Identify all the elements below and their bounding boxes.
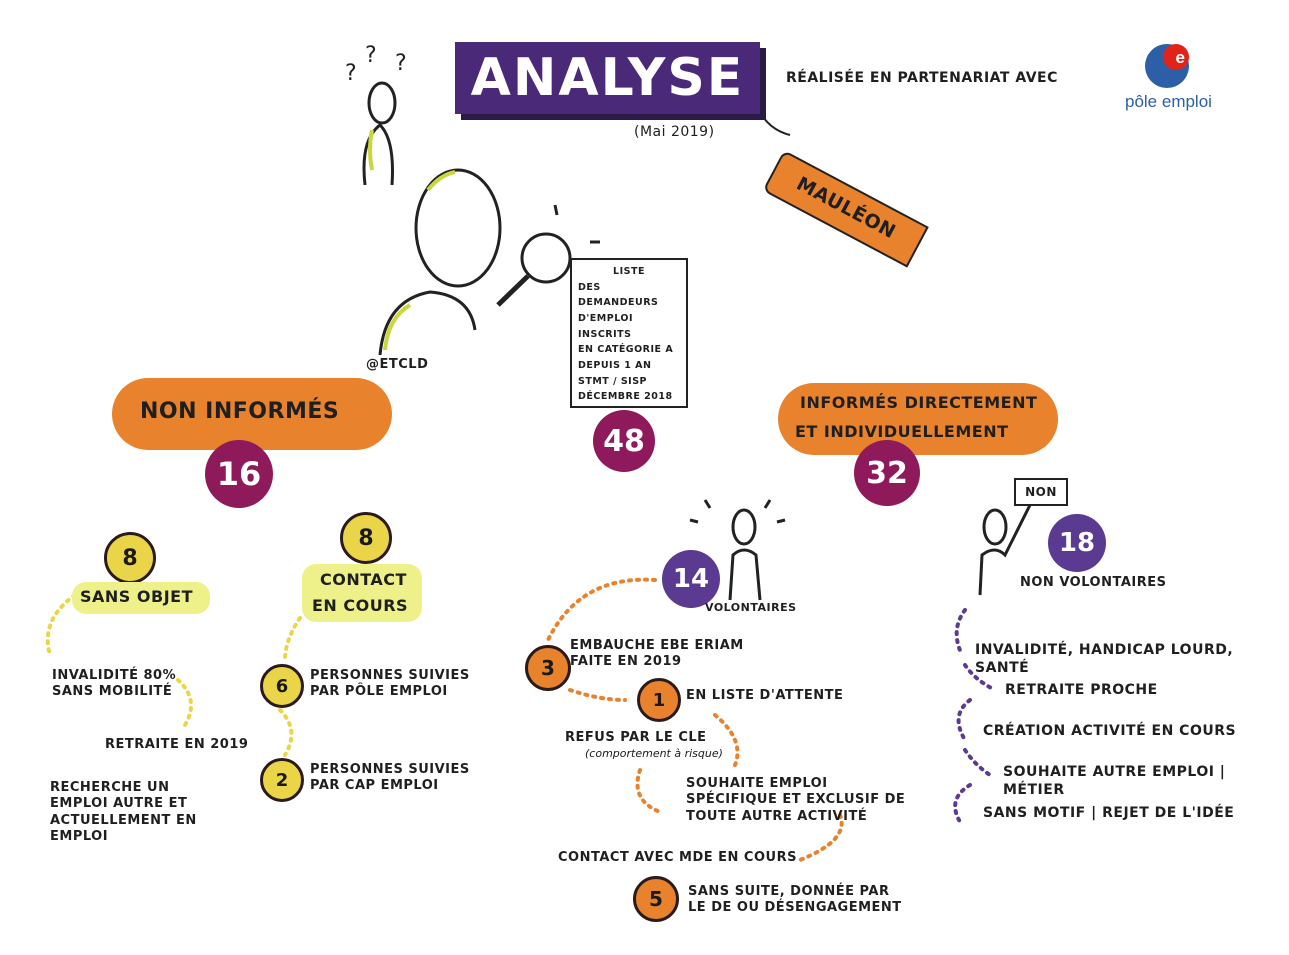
non-informes-label: NON INFORMÉS: [140, 399, 340, 424]
non-sign: NON: [1014, 478, 1068, 506]
pole-emploi-logo-icon: e: [1145, 44, 1189, 88]
sans-objet-item: RECHERCHE UN EMPLOI AUTRE ET ACTUELLEMEN…: [50, 780, 197, 844]
sans-objet-count: 8: [104, 532, 156, 584]
thinking-person-icon: ? ? ?: [345, 43, 407, 186]
non-informes-blob: [112, 378, 392, 450]
sans-objet-item: RETRAITE EN 2019: [105, 737, 249, 752]
doc-line: D'EMPLOI INSCRITS: [578, 313, 634, 340]
partner-text: Réalisée en partenariat avec: [786, 70, 1058, 86]
contact-label: CONTACT: [320, 570, 407, 589]
doc-line: DES DEMANDEURS: [578, 281, 659, 309]
informes-blob: [778, 383, 1058, 455]
informes-label: ET INDIVIDUELLEMENT: [795, 422, 1009, 441]
volontaires-label: VOLONTAIRES: [705, 601, 797, 614]
doc-line: DEPUIS 1 AN: [578, 360, 652, 372]
credit-label: @ETCLD: [366, 357, 429, 372]
svg-text:?: ?: [365, 43, 377, 68]
volontaires-item-count: 5: [633, 876, 679, 922]
doc-line: LISTE: [613, 266, 645, 277]
contact-highlight: [302, 564, 422, 622]
non-informes-count: 16: [205, 440, 273, 508]
volontaires-item-count: 3: [525, 645, 571, 691]
volontaires-count: 14: [662, 550, 720, 608]
volontaires-item: SANS SUITE, DONNÉE PAR LE DE OU DÉSENGAG…: [688, 884, 902, 916]
doc-line: DÉCEMBRE 2018: [578, 391, 673, 403]
violet-dotted-connectors: [953, 608, 997, 827]
source-document: LISTE DES DEMANDEURS D'EMPLOI INSCRITS E…: [570, 258, 688, 408]
non-volontaires-item: SANS MOTIF | REJET DE L'IDÉE: [983, 805, 1235, 821]
volontaires-item: REFUS PAR LE CLE: [565, 730, 707, 745]
non-volontaires-label: NON VOLONTAIRES: [1020, 575, 1167, 590]
total-count-badge: 48: [593, 410, 655, 472]
yellow-dotted-connectors: [45, 593, 302, 757]
date-label: (Mai 2019): [634, 124, 715, 140]
non-volontaires-item: INVALIDITÉ, HANDICAP LOURD, SANTÉ: [975, 642, 1234, 676]
svg-text:?: ?: [345, 61, 357, 86]
svg-text:?: ?: [395, 51, 407, 76]
contact-sub-count: 6: [260, 664, 304, 708]
volontaires-item: EN LISTE D'ATTENTE: [686, 688, 844, 703]
sans-objet-label: SANS OBJET: [80, 587, 193, 606]
contact-count: 8: [340, 512, 392, 564]
non-volontaires-item: RETRAITE PROCHE: [1005, 682, 1158, 698]
contact-sub-count: 2: [260, 758, 304, 802]
non-sign-label: NON: [1025, 484, 1057, 499]
contact-label: EN COURS: [312, 596, 409, 615]
volontaires-item: SOUHAITE EMPLOI SPÉCIFIQUE ET EXCLUSIF D…: [686, 776, 906, 824]
volontaires-item-count: 1: [637, 678, 681, 722]
sans-objet-item: INVALIDITÉ 80% SANS MOBILITÉ: [52, 668, 177, 700]
magnifier-person-icon: [378, 168, 600, 356]
doc-line: STMT / SISP: [578, 375, 648, 387]
page-title: ANALYSE: [470, 48, 745, 108]
volontaires-item: CONTACT AVEC MdE EN COURS: [558, 850, 797, 865]
non-volontaires-item: SOUHAITE AUTRE EMPLOI | MÉTIER: [1003, 764, 1226, 798]
orange-dotted-connectors: [546, 577, 844, 862]
volontaires-item: EMBAUCHE EBE ERIAM FAITE EN 2019: [570, 638, 744, 670]
sans-objet-highlight: [72, 582, 210, 614]
title-banner: ANALYSE: [455, 42, 760, 114]
tag-string: [759, 111, 791, 136]
volontaires-item-note: (comportement à risque): [585, 747, 723, 760]
non-volontaires-item: CRÉATION ACTIVITÉ EN COURS: [983, 723, 1237, 739]
volunteer-person-icon: [689, 499, 786, 601]
informes-count: 32: [854, 440, 920, 506]
contact-sub-text: PERSONNES SUIVIES PAR CAP EMPLOI: [310, 762, 470, 794]
logo-text: pôle emploi: [1125, 92, 1212, 111]
informes-label: INFORMÉS DIRECTEMENT: [800, 393, 1038, 412]
doc-line: EN CATÉGORIE A: [578, 344, 674, 356]
contact-sub-text: PERSONNES SUIVIES PAR PÔLE EMPLOI: [310, 668, 470, 700]
non-volontaires-count: 18: [1048, 514, 1106, 572]
